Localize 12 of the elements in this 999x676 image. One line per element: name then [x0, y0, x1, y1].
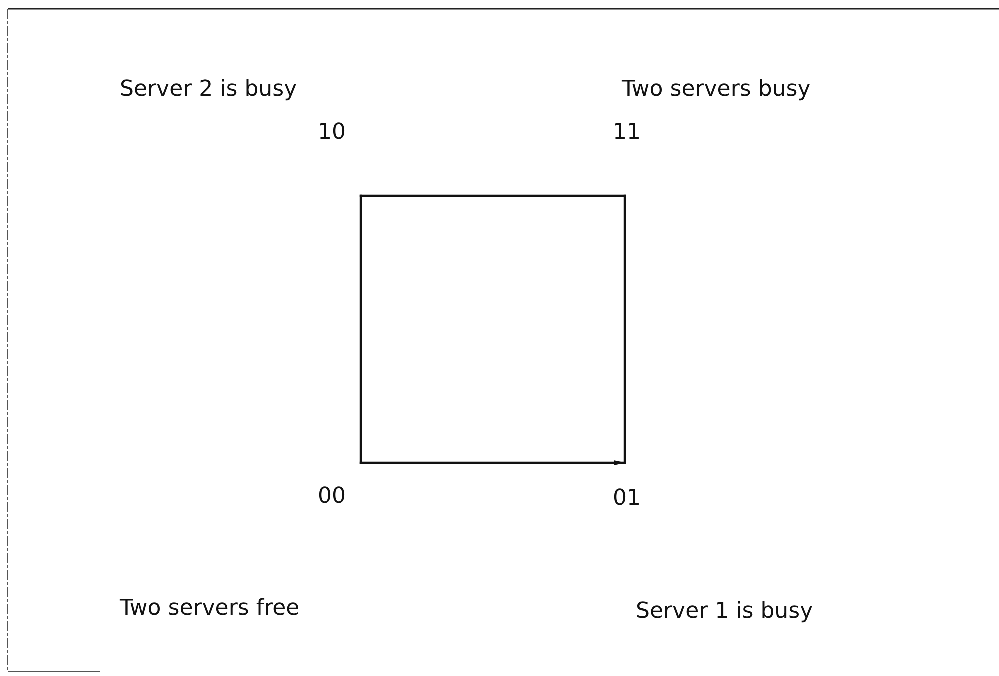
connector-line	[624, 194, 626, 464]
state-description: Two servers free	[120, 595, 300, 623]
state-label: 00	[318, 484, 346, 510]
state-label: 11	[613, 120, 641, 146]
connector-line	[360, 194, 362, 464]
connector-line	[360, 194, 626, 198]
state-label: 01	[613, 486, 641, 512]
state-description: Server 1 is busy	[636, 598, 814, 626]
arrow	[360, 460, 626, 466]
state-description: Two servers busy	[622, 76, 811, 104]
state-description: Server 2 is busy	[120, 76, 298, 104]
state-label: 10	[318, 120, 346, 146]
